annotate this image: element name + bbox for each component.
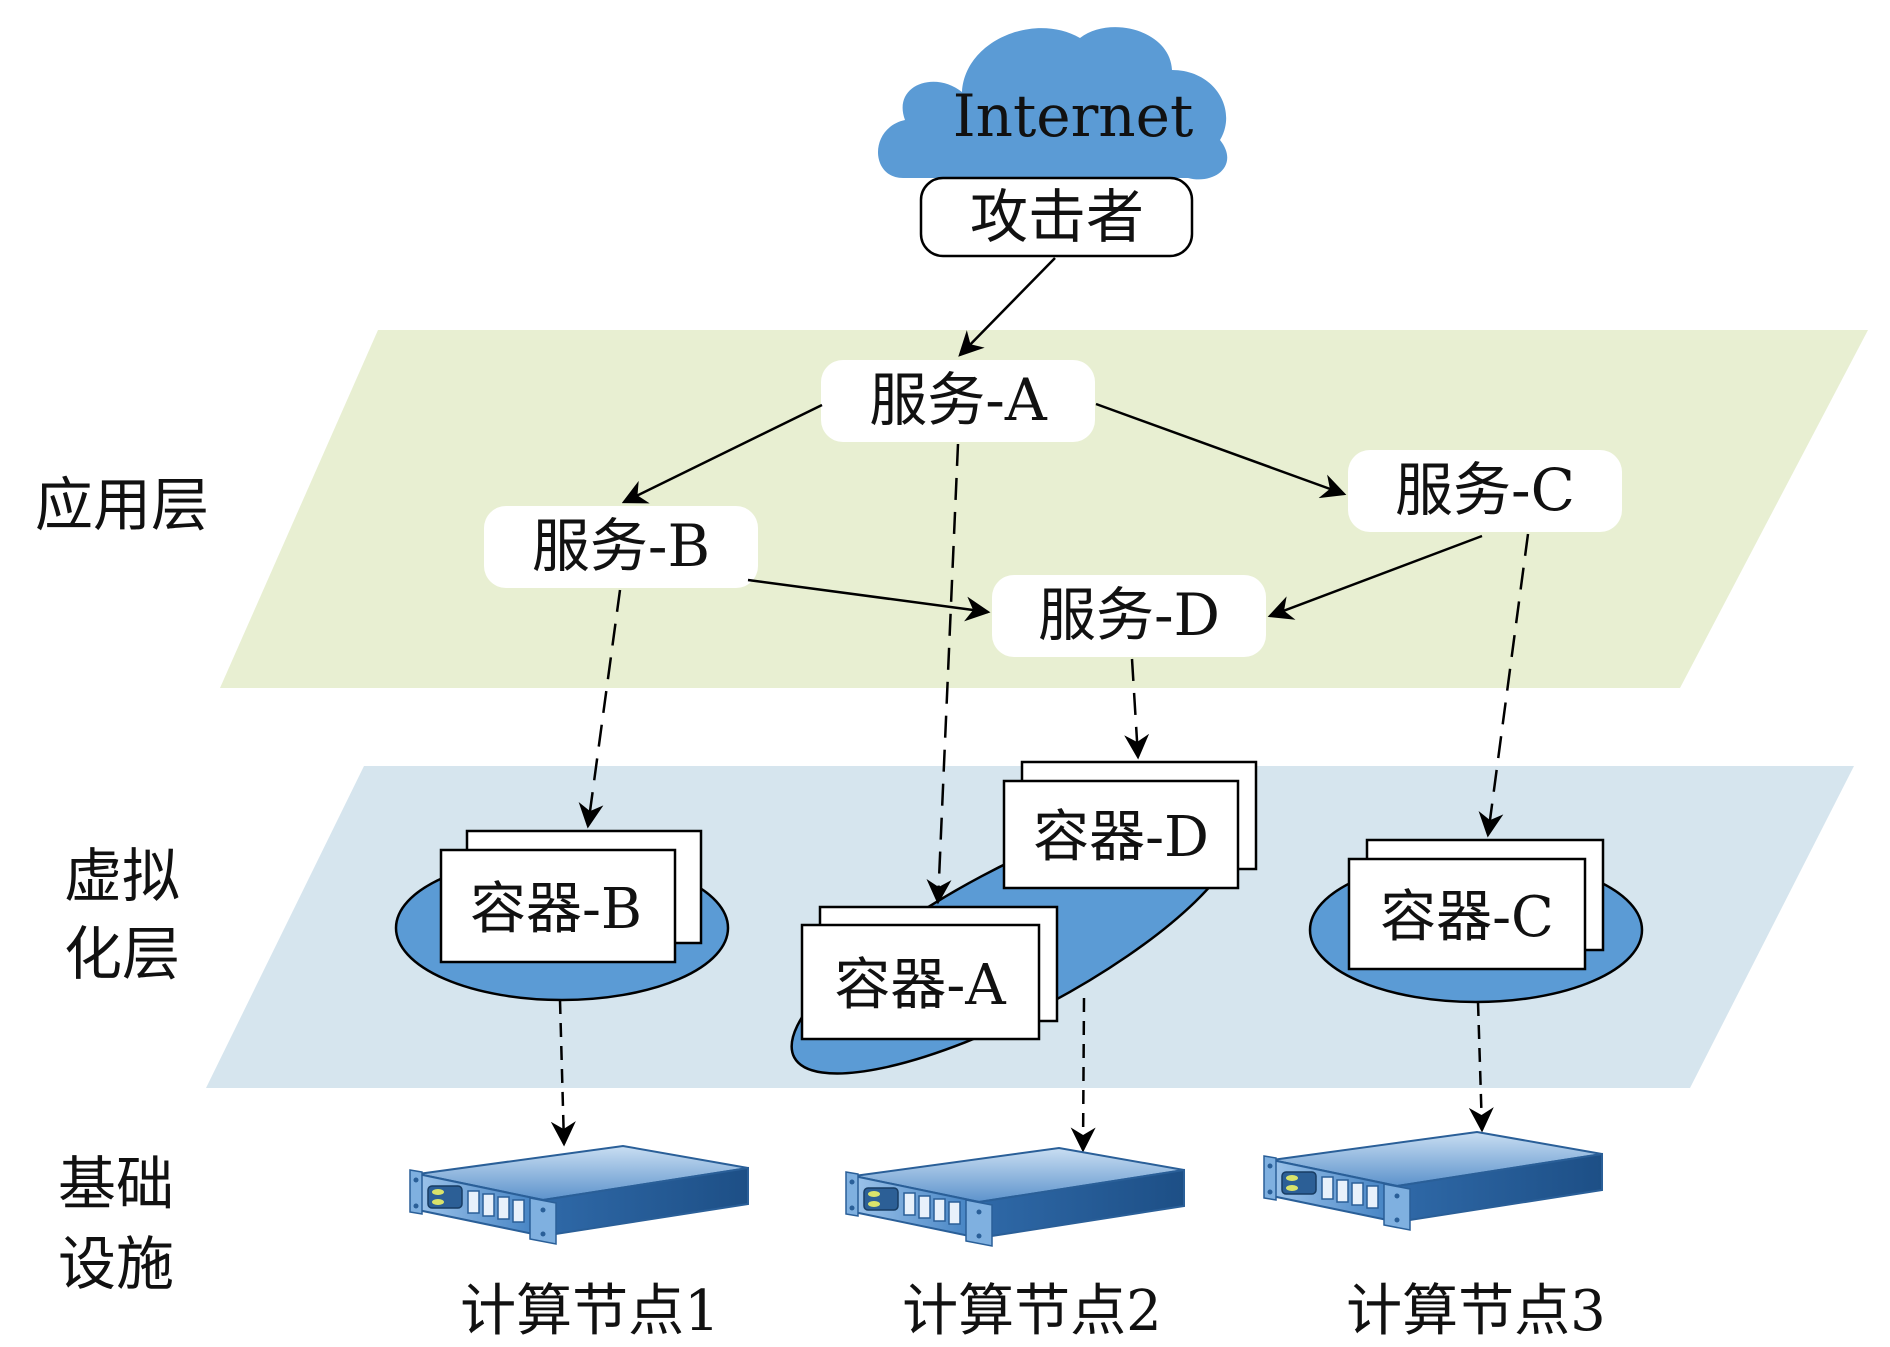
infrastructure-label-line1: 基础	[58, 1150, 174, 1218]
attacker-box	[919, 176, 1194, 258]
arrow-attacker-to-service-a	[958, 257, 1056, 357]
node-3-label: 计算节点3	[1346, 1279, 1606, 1342]
internet-label: Internet	[953, 82, 1194, 150]
arrow-service-b-to-service-d	[747, 578, 991, 622]
server-icon	[845, 1147, 1185, 1247]
dashed-container-a-to-node-2	[1070, 997, 1096, 1153]
service-c-label: 服务-C	[1395, 456, 1575, 524]
container-a: 容器-A	[800, 905, 1059, 1041]
dashed-service-b-to-container-b	[578, 589, 622, 829]
node-2-label: 计算节点2	[902, 1279, 1162, 1342]
container-a-label: 容器-A	[834, 953, 1006, 1018]
arrow-service-a-to-service-c	[1095, 402, 1347, 499]
attacker-label: 攻击者	[970, 183, 1144, 251]
service-d-label: 服务-D	[1038, 581, 1220, 649]
node-1-label: 计算节点1	[460, 1279, 720, 1342]
service-b-label: 服务-B	[532, 512, 710, 580]
dashed-container-b-to-node-1	[550, 999, 576, 1147]
infrastructure-label-line2: 设施	[58, 1230, 174, 1298]
virtualization-layer-label-line1: 虚拟	[64, 842, 180, 910]
dashed-service-c-to-container-c	[1478, 533, 1530, 838]
dashed-service-a-to-container-a	[926, 443, 960, 905]
service-a-label: 服务-A	[869, 366, 1048, 434]
virtualization-layer-label-line2: 化层	[64, 920, 180, 988]
server-icon	[1263, 1131, 1603, 1231]
container-c: 容器-C	[1347, 838, 1605, 971]
server-icon	[409, 1145, 749, 1245]
container-c-label: 容器-C	[1380, 885, 1554, 950]
service-d-box	[992, 575, 1266, 657]
container-b: 容器-B	[439, 829, 703, 964]
dashed-service-d-to-container-d	[1124, 658, 1150, 760]
service-b-box	[484, 506, 758, 588]
internet-cloud-icon	[877, 27, 1228, 180]
service-a-box	[821, 360, 1095, 442]
arrow-service-a-to-service-b	[621, 403, 823, 504]
application-layer-label: 应用层	[35, 471, 209, 539]
application-layer-plane	[220, 330, 1868, 688]
arrow-service-c-to-service-d	[1267, 534, 1483, 620]
container-b-label: 容器-B	[470, 877, 642, 942]
container-d-label: 容器-D	[1033, 805, 1209, 870]
container-d: 容器-D	[1002, 760, 1258, 890]
service-c-box	[1348, 450, 1622, 532]
